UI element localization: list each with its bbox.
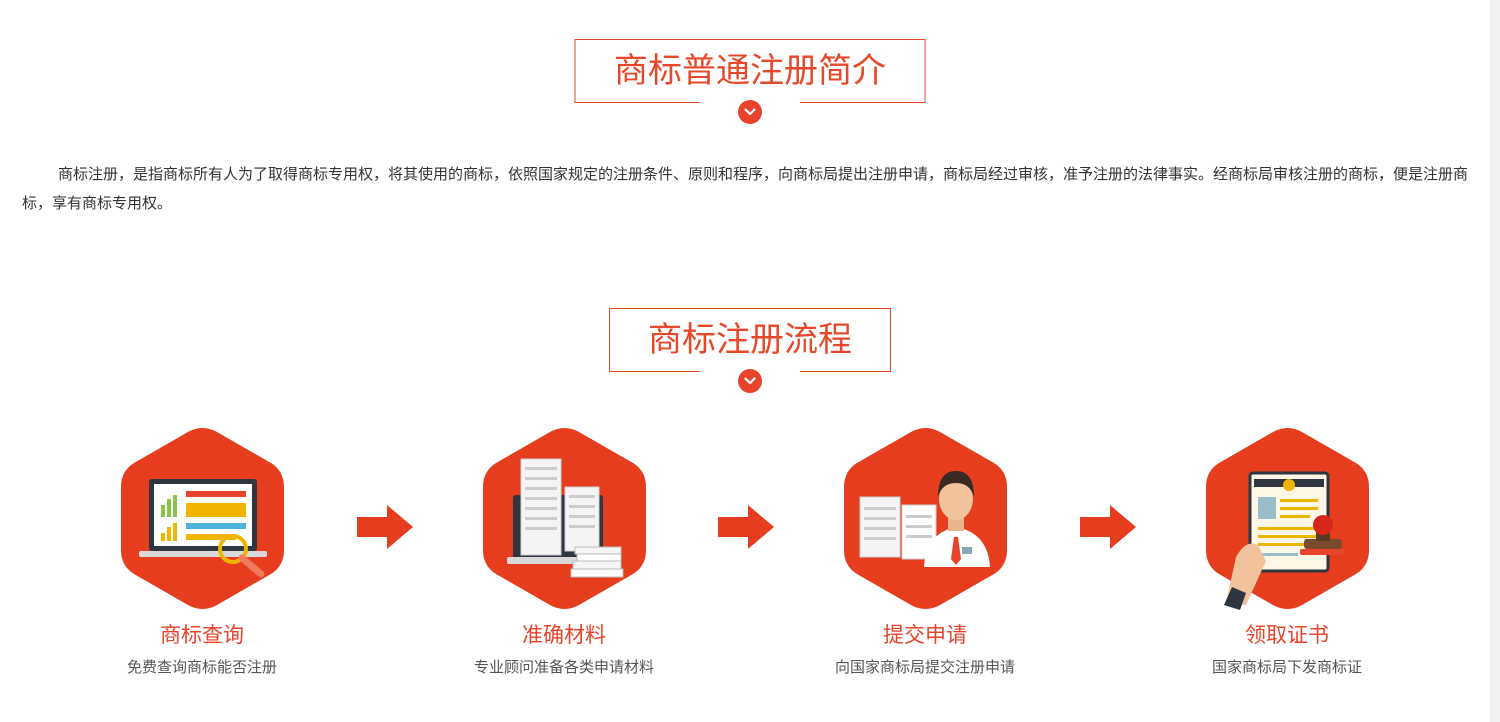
arrow-right-icon <box>1080 505 1136 549</box>
process-step-certificate: 领取证书 国家商标局下发商标证 <box>1167 427 1407 677</box>
process-section-title: 商标注册流程 <box>648 320 852 360</box>
intro-section-title: 商标普通注册简介 <box>614 51 886 91</box>
intro-section-title-box: 商标普通注册简介 <box>574 39 926 103</box>
process-section-title-box: 商标注册流程 <box>609 308 891 372</box>
process-step-submit: 提交申请 向国家商标局提交注册申请 <box>805 427 1045 677</box>
arrow-right-icon <box>357 505 413 549</box>
step-title: 准确材料 <box>522 623 606 647</box>
step-description: 向国家商标局提交注册申请 <box>834 658 1015 676</box>
step-description: 免费查询商标能否注册 <box>126 658 277 676</box>
process-step-query: 商标查询 免费查询商标能否注册 <box>82 427 322 677</box>
process-step-materials: 准确材料 专业顾问准备各类申请材料 <box>444 427 684 677</box>
laptop-search-icon <box>120 428 284 609</box>
scrollbar-track[interactable] <box>1490 0 1500 722</box>
documents-stack-icon <box>482 428 646 609</box>
intro-paragraph: 商标注册，是指商标所有人为了取得商标专用权，将其使用的商标，依照国家规定的注册条… <box>22 165 1469 212</box>
step-description: 国家商标局下发商标证 <box>1211 658 1362 676</box>
step-title: 提交申请 <box>883 623 967 647</box>
step-title: 商标查询 <box>160 623 244 647</box>
chevron-down-icon <box>738 100 762 124</box>
clerk-documents-icon <box>843 428 1007 609</box>
chevron-down-icon <box>738 369 762 393</box>
certificate-stamp-icon <box>1205 428 1369 610</box>
step-description: 专业顾问准备各类申请材料 <box>473 658 654 676</box>
arrow-right-icon <box>718 505 774 549</box>
step-title: 领取证书 <box>1245 623 1329 647</box>
